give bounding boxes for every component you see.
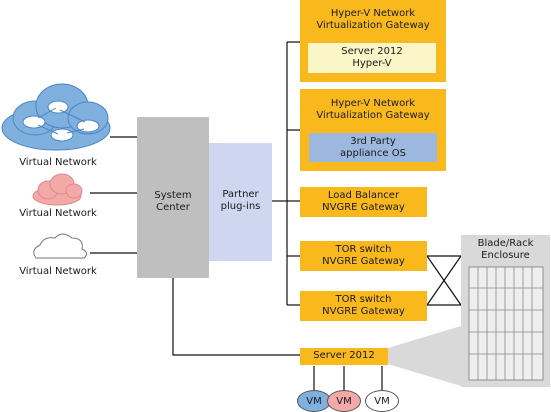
virtual-network-label-1: Virtual Network — [19, 157, 97, 168]
blade-line2: Enclosure — [481, 250, 530, 261]
hyperv1-title-line1: Hyper-V Network — [330, 8, 416, 19]
hyperv1-inner-line2: Hyper-V — [352, 58, 392, 69]
partner-plugins-box: Partner plug-ins — [209, 143, 272, 261]
system-center-box: System Center — [137, 117, 209, 278]
hyperv1-title-line2: Virtualization Gateway — [316, 20, 430, 31]
tor2-line2: NVGRE Gateway — [322, 306, 405, 317]
hyperv2-inner-line1: 3rd Party — [350, 135, 396, 147]
hyperv1-inner-line1: Server 2012 — [341, 46, 403, 57]
vm-3: VM — [365, 390, 399, 412]
hyperv-gateway-2: Hyper-V Network Virtualization Gateway 3… — [300, 89, 446, 171]
system-center-line1: System — [154, 190, 192, 201]
hyperv-gateway-1: Hyper-V Network Virtualization Gateway S… — [300, 0, 446, 82]
partner-line1: Partner — [222, 189, 259, 200]
hyperv2-inner-box: 3rd Party appliance OS — [309, 133, 437, 162]
vm-1-label: VM — [306, 395, 322, 407]
lb-line1: Load Balancer — [327, 190, 400, 201]
vm-2-label: VM — [336, 395, 352, 407]
virtual-network-label-3: Virtual Network — [19, 266, 97, 277]
tor2-line1: TOR switch — [335, 294, 392, 305]
vm-3-label: VM — [374, 395, 390, 407]
blade-line1: Blade/Rack — [477, 238, 534, 249]
blade-slots — [468, 266, 544, 381]
load-balancer-gateway: Load Balancer NVGRE Gateway — [300, 187, 427, 217]
partner-line2: plug-ins — [220, 201, 261, 212]
blade-rack-enclosure: Blade/Rack Enclosure — [461, 235, 550, 387]
tor-switch-gateway-2: TOR switch NVGRE Gateway — [300, 291, 427, 321]
hyperv2-inner-line2: appliance OS — [340, 147, 406, 159]
virtual-network-label-2: Virtual Network — [19, 208, 97, 219]
cloud-icon — [33, 233, 88, 259]
vm-2: VM — [327, 390, 361, 412]
lb-line2: NVGRE Gateway — [322, 202, 405, 213]
hyperv2-title-line1: Hyper-V Network — [330, 98, 416, 109]
server-2012-box: Server 2012 — [300, 348, 388, 365]
server-2012-label: Server 2012 — [313, 350, 375, 361]
cloud-icon — [32, 173, 83, 206]
tor1-line2: NVGRE Gateway — [322, 256, 405, 267]
hyperv2-title-line2: Virtualization Gateway — [316, 110, 430, 121]
system-center-line2: Center — [156, 202, 190, 213]
tor1-line1: TOR switch — [335, 244, 392, 255]
hyperv1-inner-box: Server 2012 Hyper-V — [308, 43, 436, 73]
tor-switch-gateway-1: TOR switch NVGRE Gateway — [300, 241, 427, 271]
vm-1: VM — [297, 390, 331, 412]
